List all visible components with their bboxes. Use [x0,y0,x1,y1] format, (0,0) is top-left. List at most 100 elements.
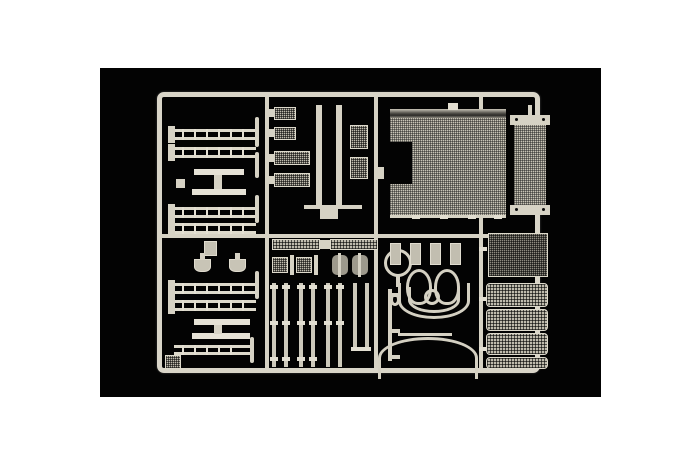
ladder-rack-part [174,129,256,140]
grille-tab [269,154,275,162]
rack-end-bracket [168,144,175,161]
small-grille-plate [272,257,288,273]
mesh-panel-notch [384,142,412,184]
runner-divider-vertical [479,97,483,368]
gate-tab [479,297,487,301]
sprue-product-photo [100,68,601,397]
mesh-panel-bottom-edge [390,215,506,218]
small-box-part [204,241,217,256]
mesh-gate-tab [448,103,458,110]
long-rail-part [272,283,276,367]
rail-tie [282,321,290,325]
ladder-rack-part [174,283,256,294]
side-mesh-bolt-plate [510,205,550,215]
rail-tie [282,285,290,289]
gate-tab [479,347,487,351]
ring-stem [396,275,400,287]
long-rail-part [326,283,330,367]
long-rail-part [284,283,288,367]
plate-stem [290,255,294,275]
side-mesh-stem [528,105,532,115]
beam-web [214,325,222,334]
runner-divider-vertical [265,97,269,368]
corner-grille-plate [165,355,181,369]
coarse-grille-strip [330,239,378,250]
cross-fitting-tab [376,167,386,179]
flat-beam-part [192,189,246,195]
bolt-hole [515,118,518,121]
rail-tie [324,285,332,289]
rack-support-arm [255,117,259,147]
side-mesh-panel [514,115,546,215]
i-beam-flange [304,205,334,209]
hopper-part [194,259,211,272]
rack-support-arm [255,152,259,178]
i-beam-part [336,105,342,208]
hanger-slot [450,243,461,265]
rack-support-arm [255,195,259,223]
i-beam-flange [328,205,362,209]
curved-panel-edge [388,289,392,361]
hopper-stem [235,253,240,260]
plate-stem [314,255,318,275]
ladder-rack-part [174,207,256,218]
long-rail-part [365,283,369,351]
rack-end-bracket [168,280,175,297]
hopper-part [229,259,246,272]
long-rail-part [299,283,303,367]
grating-panel [486,283,548,307]
long-rail-part [353,283,357,351]
rail-tie [336,285,344,289]
long-rail-part [311,283,315,367]
yoke-hub [424,289,440,305]
rail-tie [282,357,290,361]
coarse-grille-strip [272,239,320,250]
rack-support-arm [255,271,259,299]
beam-web [214,175,222,189]
rail-tie [324,321,332,325]
side-mesh-bolt-plate [510,115,550,125]
flat-beam-part [194,169,244,175]
cylinder-axle [358,253,361,277]
rail-tie [297,357,305,361]
mesh-gate-tab [468,215,476,219]
bolt-hole [542,208,545,211]
rail-tie [309,357,317,361]
dark-mesh-screen [488,233,548,277]
runner-divider-vertical [374,97,378,368]
rail-tie [297,321,305,325]
rail-tie [270,321,278,325]
flat-beam-part [192,333,250,339]
flat-beam-part [194,319,250,325]
rack-end-bracket [168,220,175,237]
rack-end-bracket [168,297,175,314]
grating-panel [486,333,548,355]
long-rail-part [338,283,342,367]
mesh-gate-tab [494,215,502,219]
ladder-rack-part [174,147,256,158]
mesh-gate-tab [412,215,420,219]
mesh-panel-top-strip [390,109,506,118]
hanger-slot [390,243,401,265]
bolt-hole [515,208,518,211]
ladder-rack-part [174,300,256,311]
rack-support-arm [250,337,254,363]
small-grille-plate [350,125,368,149]
fairing-sweep [398,333,452,336]
rail-tie [309,321,317,325]
cylinder-axle [338,253,341,277]
curved-panel-step [388,329,400,333]
small-grille-plate [274,151,310,165]
runner-frame [157,92,550,379]
ladder-rack-part [174,345,252,355]
small-grille-plate [274,173,310,187]
i-beam-web [320,209,338,219]
small-grille-plate [274,127,296,140]
hopper-stem [200,253,205,260]
grille-strip-tab [320,240,330,249]
runner-divider-horizontal [162,234,535,238]
gate-tab [479,247,487,251]
rail-tie [270,285,278,289]
grille-tab [269,129,275,137]
small-grille-plate [350,157,368,179]
